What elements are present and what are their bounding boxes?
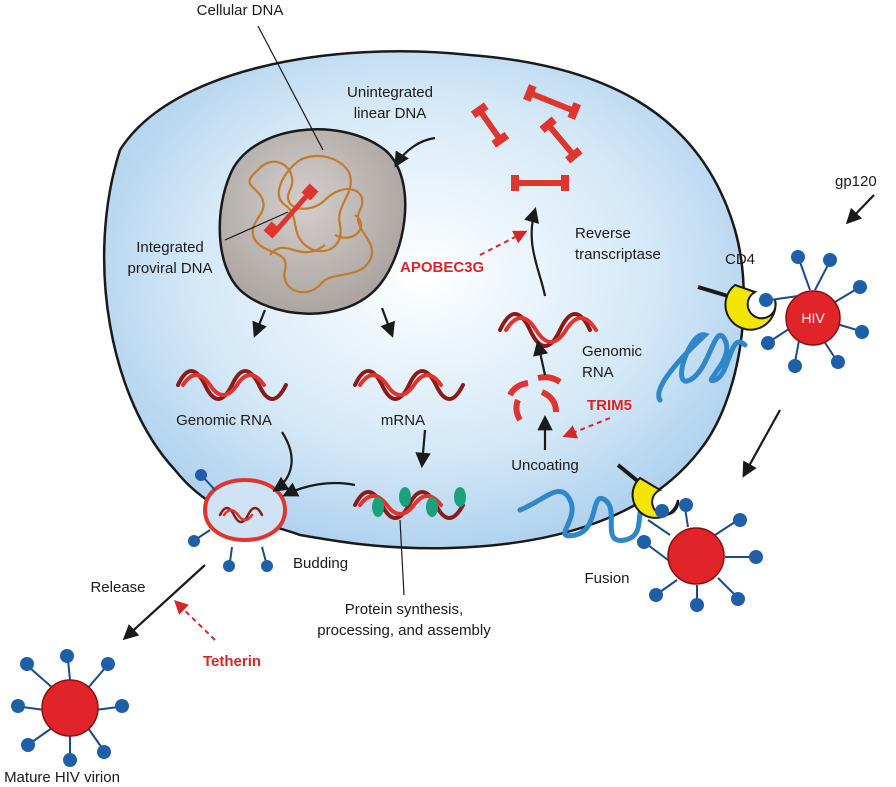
label-apobec3g: APOBEC3G bbox=[400, 259, 484, 276]
arrow-to-genomic-rna-right bbox=[533, 339, 549, 376]
hiv-virion-fusing bbox=[637, 498, 763, 612]
label-tetherin: Tetherin bbox=[203, 653, 261, 670]
arrow-release bbox=[122, 564, 206, 641]
label-uncoating: Uncoating bbox=[511, 457, 579, 474]
label-transcriptase: transcriptase bbox=[575, 246, 661, 263]
coreceptor-top bbox=[656, 332, 748, 403]
unintegrated-linear-dna bbox=[470, 84, 583, 191]
arrow-genomic-to-budding bbox=[272, 431, 293, 492]
mrna-with-ribosomes bbox=[353, 487, 466, 520]
ribosome bbox=[454, 487, 466, 507]
label-mature-virion: Mature HIV virion bbox=[4, 769, 120, 786]
integrated-provirus bbox=[263, 183, 319, 239]
integrated-leader bbox=[224, 211, 289, 241]
label-fusion: Fusion bbox=[584, 570, 629, 587]
arrow-to-nucleus bbox=[394, 136, 436, 168]
capsid-fragments bbox=[507, 374, 562, 422]
cellular-dna-leader bbox=[257, 25, 324, 151]
label-budding: Budding bbox=[293, 555, 348, 572]
label-genomic-right-1: Genomic bbox=[582, 343, 643, 360]
label-gp120: gp120 bbox=[835, 173, 877, 190]
label-release: Release bbox=[90, 579, 145, 596]
protein-synthesis-leader bbox=[399, 519, 405, 596]
ribosome bbox=[372, 497, 384, 517]
ribosome bbox=[426, 497, 438, 517]
label-mrna: mRNA bbox=[381, 412, 425, 429]
arrow-gp120 bbox=[845, 194, 875, 225]
tetherin-arrow bbox=[173, 600, 216, 641]
ribosome bbox=[399, 487, 411, 507]
arrow-to-fusion bbox=[742, 409, 781, 478]
hiv-virion-incoming: HIV bbox=[759, 250, 869, 373]
arrow-to-translation bbox=[415, 429, 431, 469]
label-integrated-2: proviral DNA bbox=[127, 260, 212, 277]
nucleus bbox=[218, 128, 407, 315]
genomic-rna-strand-left bbox=[176, 369, 288, 401]
label-protein-synthesis-2: processing, and assembly bbox=[317, 622, 491, 639]
arrow-to-mrna bbox=[380, 307, 395, 338]
label-protein-synthesis-1: Protein synthesis, bbox=[345, 601, 463, 618]
label-cellular-dna: Cellular DNA bbox=[197, 2, 284, 19]
budding-virion bbox=[188, 469, 288, 572]
label-genomic-left: Genomic RNA bbox=[176, 412, 272, 429]
label-unintegrated-2: linear DNA bbox=[354, 105, 427, 122]
chromatin bbox=[248, 155, 374, 294]
arrow-to-genomic-rna bbox=[252, 309, 267, 338]
label-genomic-right-2: RNA bbox=[582, 364, 614, 381]
label-cd4: CD4 bbox=[725, 251, 755, 268]
coreceptor-bottom bbox=[517, 489, 653, 543]
cd4-receptor-top bbox=[697, 283, 777, 331]
arrow-reverse-transcription bbox=[524, 207, 547, 297]
cd4-receptor-bottom bbox=[616, 463, 680, 519]
mrna-strand bbox=[353, 369, 465, 401]
label-unintegrated-1: Unintegrated bbox=[347, 84, 433, 101]
mature-hiv-virion bbox=[11, 649, 129, 767]
arrow-protein-to-budding bbox=[282, 481, 356, 497]
trim5-arrow bbox=[562, 417, 611, 439]
hiv-label: HIV bbox=[801, 310, 825, 326]
label-reverse: Reverse bbox=[575, 225, 631, 242]
label-integrated-1: Integrated bbox=[136, 239, 204, 256]
label-trim5: TRIM5 bbox=[587, 397, 632, 414]
